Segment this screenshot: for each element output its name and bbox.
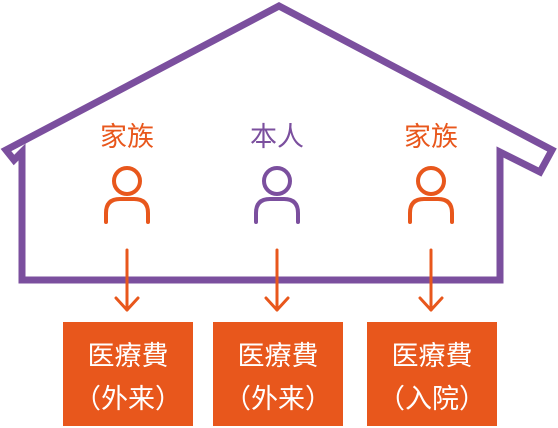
- person-icon: [408, 166, 454, 224]
- person-icon: [254, 166, 300, 224]
- member-right: 家族: [404, 122, 458, 224]
- arrow-center: [264, 248, 290, 312]
- expense-box-center-line1: 医療費: [238, 341, 319, 372]
- member-center-label: 本人: [250, 122, 304, 153]
- member-left: 家族: [100, 122, 154, 224]
- expense-box-left: 医療費 （外来）: [63, 322, 193, 426]
- arrow-right: [418, 248, 444, 312]
- member-right-label: 家族: [404, 122, 458, 153]
- expense-box-center: 医療費 （外来）: [213, 322, 343, 426]
- expense-box-left-line2: （外来）: [74, 384, 182, 415]
- expense-box-left-line1: 医療費: [88, 341, 169, 372]
- member-center: 本人: [250, 122, 304, 224]
- expense-box-right-line2: （入院）: [378, 384, 486, 415]
- arrow-left: [114, 248, 140, 312]
- expense-box-right-line1: 医療費: [392, 341, 473, 372]
- person-icon: [104, 166, 150, 224]
- expense-box-center-line2: （外来）: [224, 384, 332, 415]
- house-outline: [0, 2, 557, 284]
- member-left-label: 家族: [100, 122, 154, 153]
- expense-box-right: 医療費 （入院）: [367, 322, 497, 426]
